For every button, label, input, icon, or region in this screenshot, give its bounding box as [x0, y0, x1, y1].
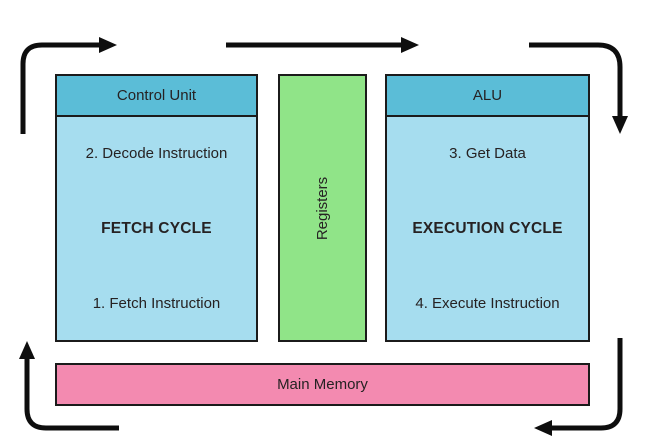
- step-decode-instruction: 2. Decode Instruction: [85, 145, 228, 162]
- execution-cycle-body: 3. Get Data EXECUTION CYCLE 4. Execute I…: [387, 117, 588, 340]
- main-memory-box: Main Memory: [55, 363, 590, 406]
- execution-cycle-title: EXECUTION CYCLE: [412, 219, 563, 237]
- step-fetch-instruction: 1. Fetch Instruction: [92, 295, 221, 312]
- arrow-fetch-to-execution: [226, 37, 419, 53]
- arrow-fetch-to-execution-head: [401, 37, 419, 53]
- execution-cycle-box: ALU 3. Get Data EXECUTION CYCLE 4. Execu…: [385, 74, 590, 342]
- arrow-left-up-head: [19, 341, 35, 359]
- arrow-right-down-head: [612, 116, 628, 134]
- registers-label: Registers: [313, 176, 331, 240]
- arrow-down-left-head: [534, 420, 552, 436]
- registers-box: Registers: [278, 74, 367, 342]
- alu-header: ALU: [387, 76, 588, 117]
- fetch-cycle-title: FETCH CYCLE: [101, 219, 212, 237]
- fetch-cycle-body: 2. Decode Instruction FETCH CYCLE 1. Fet…: [57, 117, 256, 340]
- main-memory-label: Main Memory: [277, 376, 368, 393]
- fetch-cycle-box: Control Unit 2. Decode Instruction FETCH…: [55, 74, 258, 342]
- step-get-data: 3. Get Data: [449, 145, 526, 162]
- step-execute-instruction: 4. Execute Instruction: [415, 295, 560, 312]
- control-unit-header: Control Unit: [57, 76, 256, 117]
- arrow-up-right-head: [99, 37, 117, 53]
